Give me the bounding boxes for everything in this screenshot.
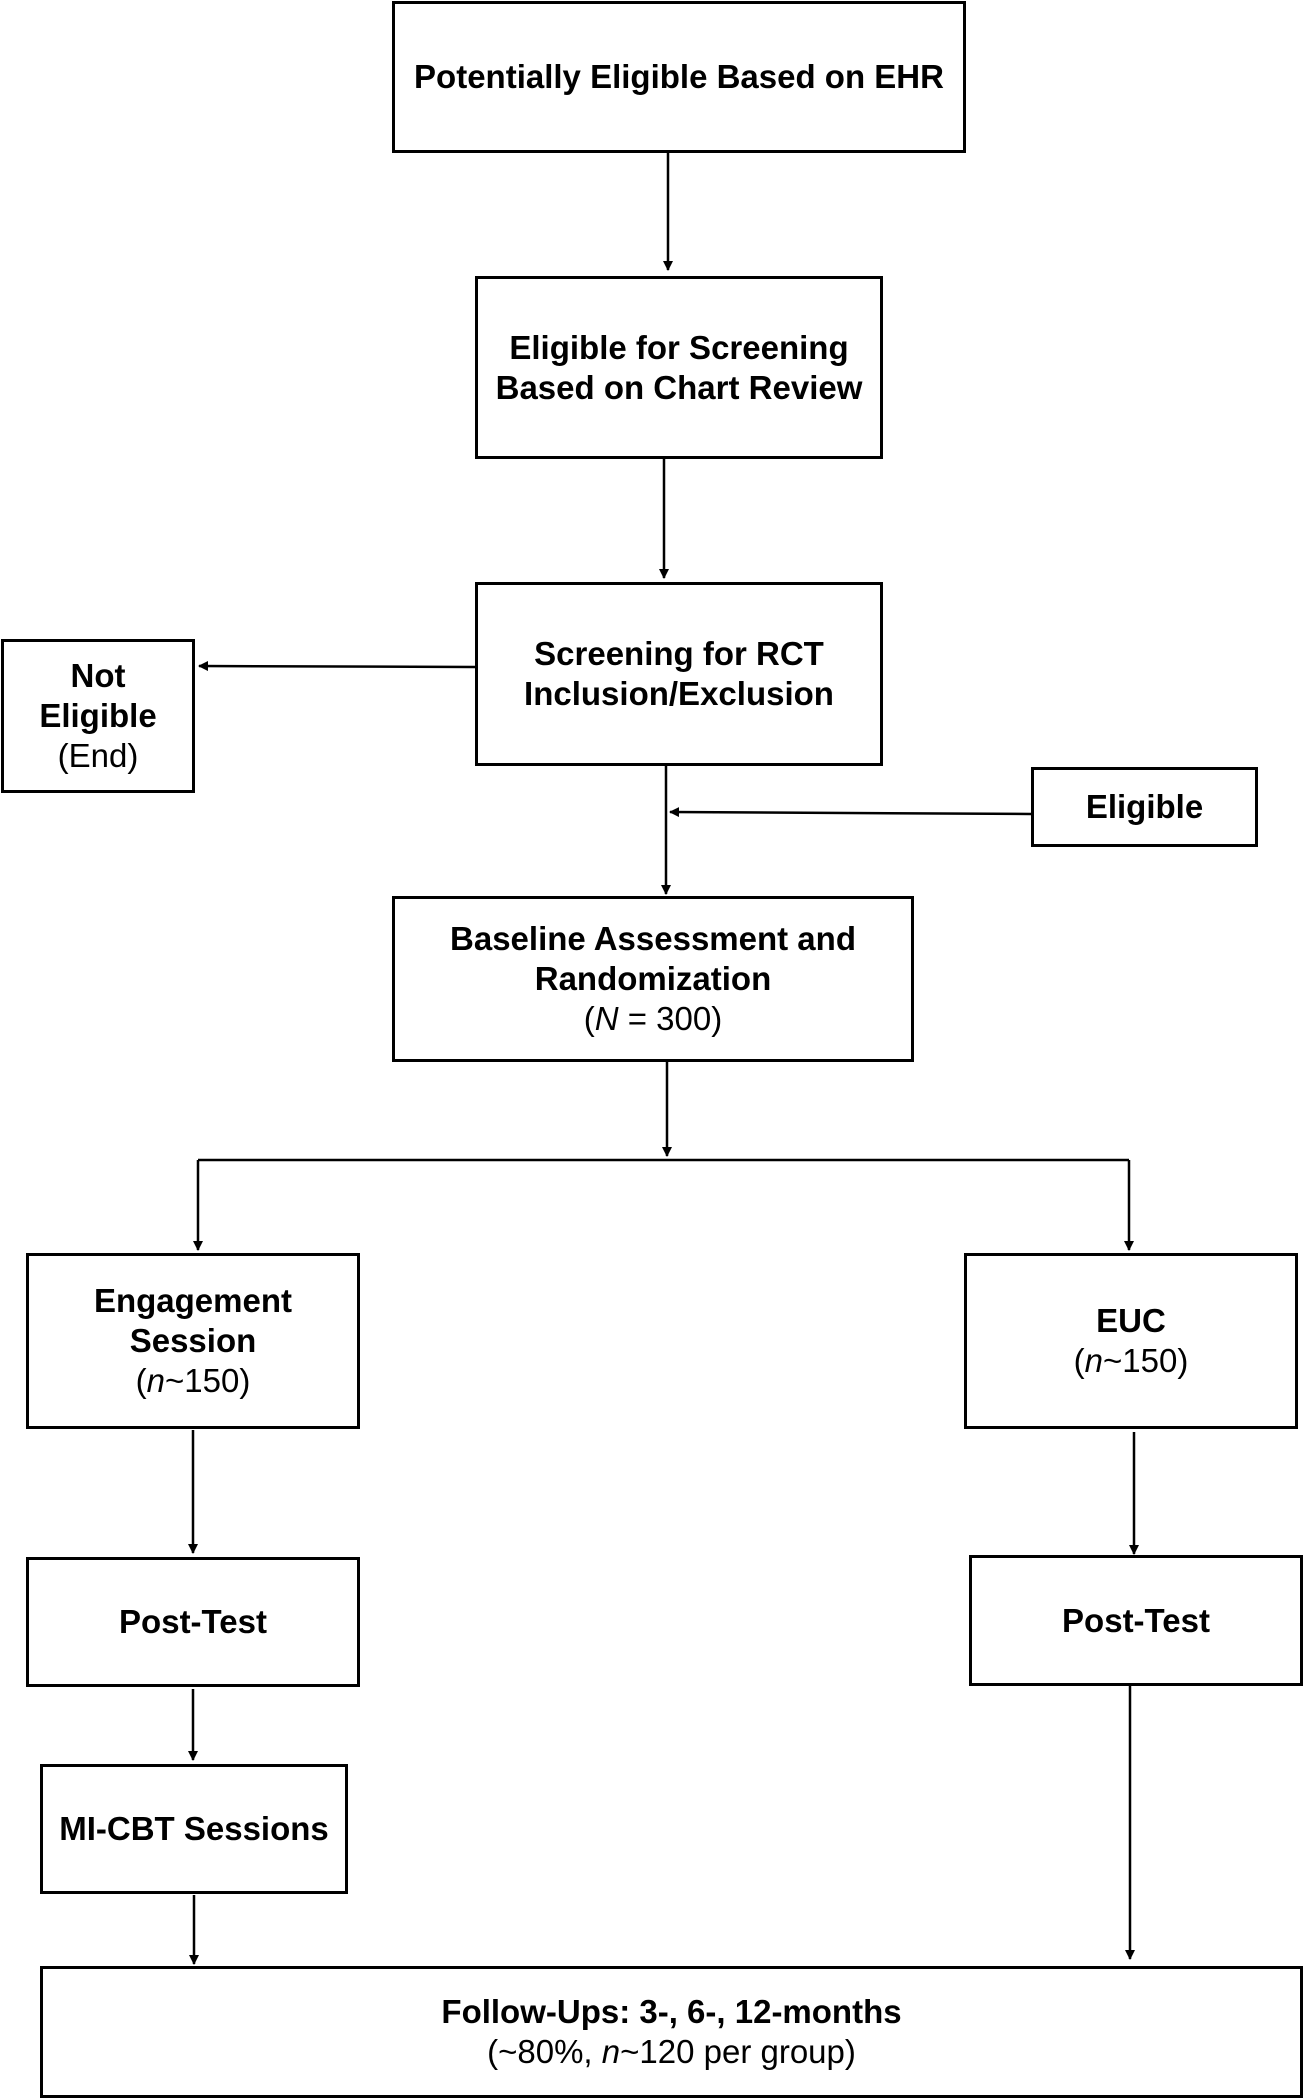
not-eligible-end: (End) (57, 737, 139, 774)
mi-cbt-title: MI-CBT Sessions (59, 1810, 329, 1847)
engagement-line2: Session (129, 1322, 257, 1359)
box-screening-rct: Screening for RCT Inclusion/Exclusion (475, 582, 883, 766)
box-post-test-right: Post-Test (969, 1555, 1303, 1686)
box-euc: EUC (n~150) (964, 1253, 1298, 1429)
baseline-line2: Randomization (534, 960, 772, 997)
engagement-sample-size: (n~150) (135, 1362, 251, 1399)
follow-ups-title: Follow-Ups: 3-, 6-, 12-months (441, 1993, 902, 2030)
ehr-title: Potentially Eligible Based on EHR (414, 58, 944, 95)
not-eligible-line2: Eligible (39, 697, 157, 734)
box-eligible: Eligible (1031, 767, 1258, 847)
screening-line1: Screening for RCT (534, 635, 824, 672)
euc-sample-size: (n~150) (1073, 1342, 1189, 1379)
box-follow-ups: Follow-Ups: 3-, 6-, 12-months (~80%, n~1… (40, 1966, 1303, 2098)
chart-review-line1: Eligible for Screening (509, 328, 849, 366)
box-post-test-left: Post-Test (26, 1557, 360, 1687)
post-test-left-title: Post-Test (119, 1603, 267, 1640)
follow-ups-retention: (~80%, n~120 per group) (487, 2033, 856, 2070)
box-engagement-session: Engagement Session (n~150) (26, 1253, 360, 1429)
euc-title: EUC (1096, 1302, 1166, 1339)
chart-review-line2: Based on Chart Review (495, 368, 863, 406)
box-mi-cbt-sessions: MI-CBT Sessions (40, 1764, 348, 1894)
arrow-eligible-to-flow (669, 807, 1032, 818)
box-potentially-eligible-ehr: Potentially Eligible Based on EHR (392, 1, 966, 153)
baseline-line1: Baseline Assessment and (450, 920, 856, 957)
box-baseline-randomization: Baseline Assessment and Randomization (N… (392, 896, 914, 1062)
box-eligible-for-screening: Eligible for Screening Based on Chart Re… (475, 276, 883, 459)
engagement-line1: Engagement (93, 1282, 293, 1319)
post-test-right-title: Post-Test (1062, 1601, 1210, 1639)
arrow-screening-to-not-eligible (198, 661, 476, 672)
baseline-sample-size: (N = 300) (583, 1000, 723, 1037)
box-not-eligible: Not Eligible (End) (1, 639, 195, 793)
not-eligible-line1: Not (70, 657, 126, 694)
eligible-title: Eligible (1085, 788, 1204, 825)
screening-line2: Inclusion/Exclusion (524, 675, 834, 712)
